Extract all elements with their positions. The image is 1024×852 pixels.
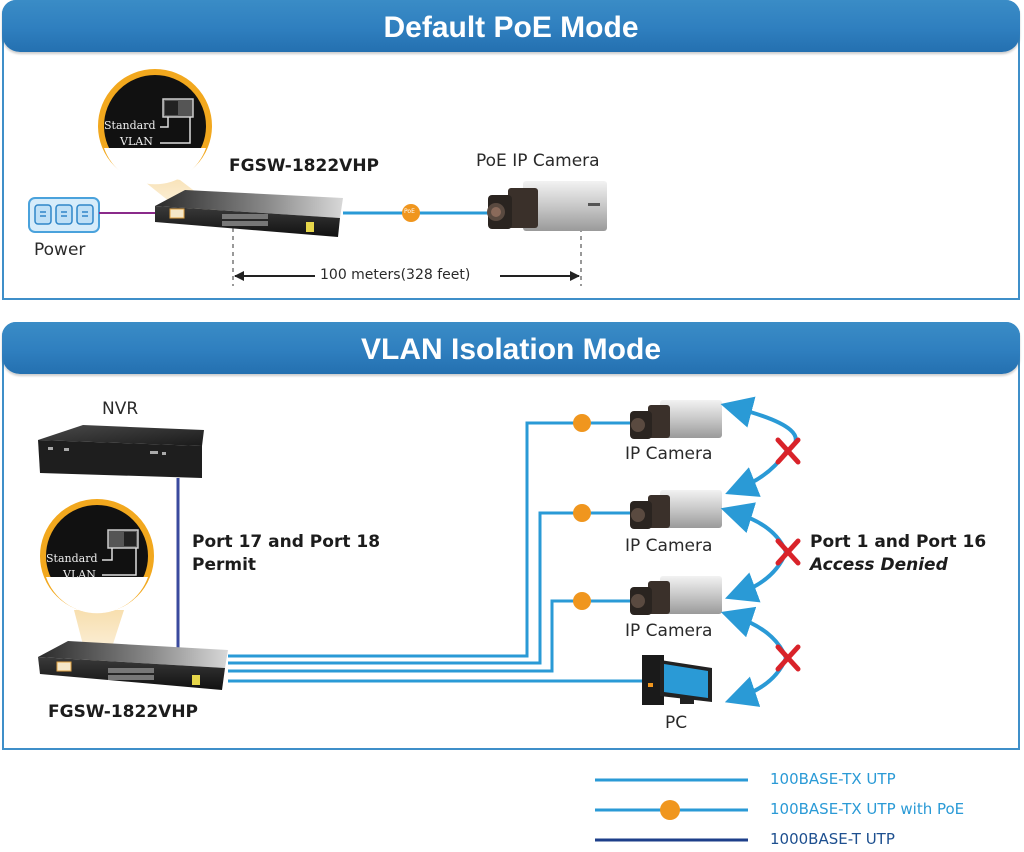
poe-badge-icon bbox=[573, 504, 591, 522]
dip-label-standard: Standard bbox=[104, 119, 156, 132]
dip-label-standard: Standard bbox=[46, 552, 98, 565]
permit-label-line1: Port 17 and Port 18 bbox=[192, 532, 381, 552]
deny-x-icon bbox=[775, 538, 801, 566]
device-label: IP Camera bbox=[625, 621, 713, 641]
poe-badge-text: PoE bbox=[404, 208, 415, 215]
utp-cables bbox=[228, 421, 646, 683]
dip-switch-magnifier bbox=[98, 69, 212, 185]
deny-arc-2 bbox=[720, 502, 789, 603]
cable-camera-3 bbox=[228, 599, 636, 673]
switch-device-icon bbox=[155, 190, 343, 237]
deny-x-icon bbox=[775, 437, 801, 465]
denied-label-line2: Access Denied bbox=[810, 555, 948, 575]
poe-badge-icon bbox=[402, 204, 420, 222]
power-label: Power bbox=[34, 240, 86, 260]
nvr-label: NVR bbox=[102, 399, 139, 419]
deny-arc-3 bbox=[720, 606, 789, 707]
switch-device-icon bbox=[38, 641, 228, 690]
legend-label-utp: 100BASE-TX UTP bbox=[770, 770, 896, 788]
dip-switch-magnifier bbox=[40, 499, 154, 614]
dip-label-vlan: VLAN bbox=[63, 568, 96, 581]
device-label: IP Camera bbox=[625, 536, 713, 556]
default-poe-title: Default PoE Mode bbox=[2, 0, 1020, 52]
nvr-device-icon bbox=[38, 425, 204, 478]
ip-camera-icon bbox=[630, 490, 722, 529]
ip-camera-icon bbox=[630, 576, 722, 615]
distance-label: 100 meters(328 feet) bbox=[320, 267, 471, 283]
poe-badge-icon bbox=[573, 592, 591, 610]
device-label: IP Camera bbox=[625, 444, 713, 464]
ip-camera-icon bbox=[630, 400, 722, 439]
poe-badge-icon bbox=[660, 800, 680, 820]
legend-label-utp-poe: 100BASE-TX UTP with PoE bbox=[770, 800, 965, 818]
permit-label-line2: Permit bbox=[192, 555, 257, 575]
poe-badge-icon bbox=[573, 414, 591, 432]
power-outlet-icon bbox=[28, 197, 100, 233]
vlan-isolation-title: VLAN Isolation Mode bbox=[2, 322, 1020, 374]
camera-label: PoE IP Camera bbox=[476, 151, 600, 171]
deny-x-icon bbox=[775, 644, 801, 672]
poe-ip-camera-icon bbox=[487, 181, 607, 231]
denied-label-line1: Port 1 and Port 16 bbox=[810, 532, 987, 552]
dip-label-vlan: VLAN bbox=[120, 135, 153, 148]
switch-label: FGSW-1822VHP bbox=[48, 702, 199, 722]
legend-label-gigabit: 1000BASE-T UTP bbox=[770, 830, 895, 848]
switch-label: FGSW-1822VHP bbox=[229, 156, 380, 176]
device-label: PC bbox=[665, 713, 688, 733]
pc-icon bbox=[642, 655, 712, 705]
